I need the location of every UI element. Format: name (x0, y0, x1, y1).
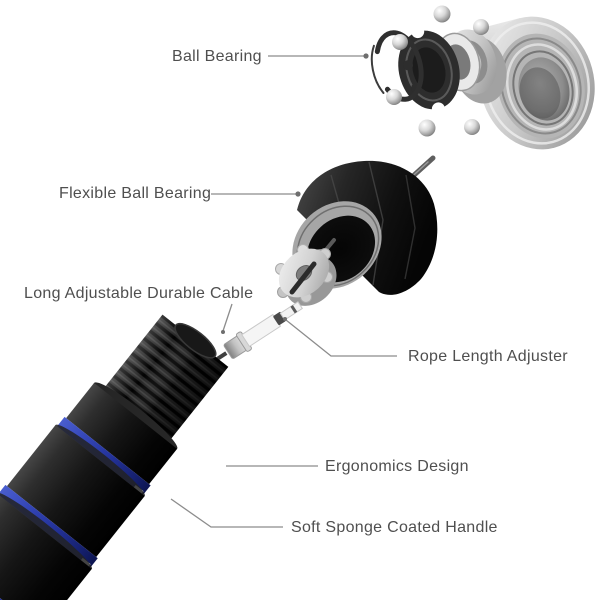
label-ball-bearing: Ball Bearing (172, 48, 262, 65)
label-long-adjustable-durable-cable: Long Adjustable Durable Cable (24, 285, 254, 302)
leader-dots (221, 53, 369, 334)
label-soft-sponge-coated-handle: Soft Sponge Coated Handle (291, 519, 498, 536)
bearing-c-ring (370, 30, 424, 102)
label-ergonomics-design: Ergonomics Design (325, 458, 469, 475)
handle-tip (174, 322, 217, 359)
bearing-balls (386, 5, 489, 137)
ball-bearing-assembly (370, 5, 595, 150)
handle-grip-segment (6, 425, 145, 558)
handle-collar (66, 382, 178, 485)
bearing-outer-shell (479, 16, 595, 150)
leader-soft-sponge (170, 498, 283, 528)
adjuster-pin (289, 261, 317, 295)
rope-length-adjuster-disc (275, 244, 337, 306)
leader-rope-length-adjuster (285, 319, 397, 357)
handle (0, 314, 229, 600)
leader-cable (222, 303, 233, 332)
handle-grip-segment (0, 492, 92, 600)
label-flexible-ball-bearing: Flexible Ball Bearing (59, 185, 212, 202)
leader-lines (170, 55, 397, 528)
cable-tube (241, 313, 282, 348)
cable-thin-tube (279, 301, 303, 321)
label-rope-length-adjuster: Rope Length Adjuster (408, 348, 568, 365)
